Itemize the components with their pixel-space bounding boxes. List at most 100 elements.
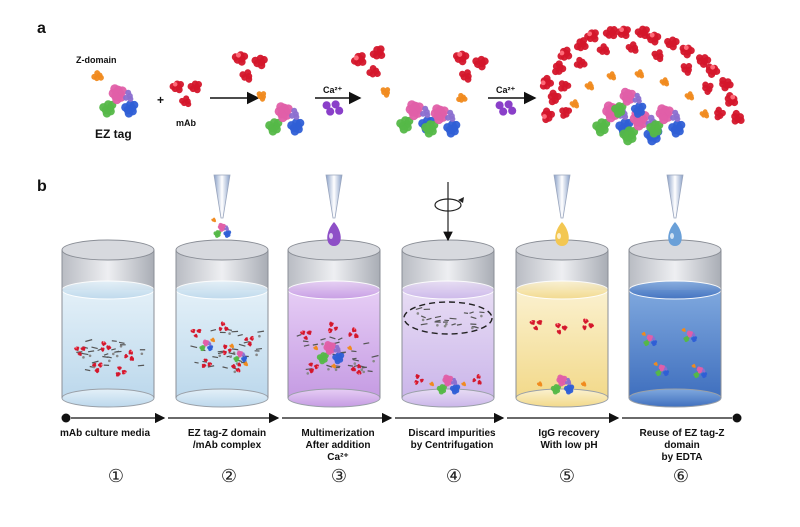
beaker-1 <box>61 239 155 408</box>
step-2-number: ② <box>220 466 238 486</box>
beaker-3 <box>287 239 381 408</box>
beaker-6-liquid-surface <box>628 280 722 300</box>
beaker-4-mab-1 <box>472 374 482 385</box>
z-domain <box>256 91 267 102</box>
pipette-6 <box>666 174 684 246</box>
centrifuge-rotation-icon <box>434 182 464 242</box>
multimer-mab-0 <box>539 60 572 92</box>
beaker-5-mab-0 <box>529 319 543 331</box>
timeline-end <box>732 413 742 423</box>
plus-sign: + <box>157 93 165 107</box>
mab-label: mAb <box>176 118 196 128</box>
pipette-3-tip <box>325 174 343 219</box>
beaker-3-multimer-tags <box>316 340 345 365</box>
beaker-3-base <box>287 388 381 408</box>
multimer-mab-8 <box>714 92 745 125</box>
z-domain-label: Z-domain <box>76 55 117 65</box>
z-domain <box>313 345 319 351</box>
multimer-mab-5 <box>679 44 712 76</box>
beaker-2-mab-0 <box>190 328 202 338</box>
z-domain <box>211 217 217 223</box>
step-2-line2: /mAb complex <box>192 440 262 451</box>
step-1-line1: mAb culture media <box>59 428 151 439</box>
z-domain <box>699 109 710 119</box>
beaker-3-mab-4 <box>327 321 339 334</box>
beaker-3-mab-2 <box>308 362 319 374</box>
z-domain <box>461 381 467 387</box>
beaker-5 <box>515 239 609 408</box>
beaker-4-base <box>401 388 495 408</box>
beaker-4-mab-0 <box>414 374 424 385</box>
beaker-2-tag <box>233 350 248 363</box>
z-domain <box>456 92 468 103</box>
ez-tag-complex-1 <box>265 102 305 136</box>
multimer-mab-6 <box>702 63 734 95</box>
step-6-line2: by EDTA <box>661 452 703 463</box>
beaker-5-base <box>515 388 609 408</box>
beaker-3-mab-1 <box>348 327 359 339</box>
beaker-2-mab-5 <box>222 344 232 356</box>
z-domain <box>606 71 617 81</box>
multimer-tag-4 <box>611 87 647 118</box>
beaker-6-liquid <box>629 290 721 398</box>
pipette-3 <box>325 174 343 246</box>
beaker-1-rim <box>61 239 155 261</box>
step-4-label: Discard impurities by Centrifugation <box>392 428 512 452</box>
beaker-2-base <box>175 388 269 408</box>
z-domain <box>653 361 658 366</box>
z-domain <box>210 337 216 343</box>
step-6-label: Reuse of EZ tag-Z domain by EDTA <box>622 428 742 464</box>
beaker-1-liquid-surface <box>61 280 155 300</box>
calcium-label-2: Ca²⁺ <box>496 85 516 95</box>
step-5-number: ⑤ <box>558 466 576 486</box>
step-6-line1: Reuse of EZ tag-Z domain <box>639 428 725 451</box>
pipette-6-droplet <box>668 222 682 246</box>
step-3-line2: After addition <box>305 440 371 451</box>
panel-a-letter: a <box>37 20 46 37</box>
beaker-6 <box>628 239 722 408</box>
beaker-1-mab-1 <box>100 341 112 352</box>
timeline-start <box>61 413 71 423</box>
beaker-6-tag-1 <box>683 330 698 343</box>
z-domain <box>229 343 235 349</box>
pipette-5-droplet <box>555 222 569 246</box>
z-domain <box>91 70 104 82</box>
beaker-2-liquid <box>176 290 268 398</box>
step-4-number: ④ <box>445 466 463 486</box>
z-domain <box>584 81 595 91</box>
step-1-label: mAb culture media <box>45 428 165 440</box>
multimer-tag-3 <box>646 104 686 138</box>
step-5-label: IgG recovery With low pH <box>509 428 629 452</box>
step-2-line1: EZ tag-Z domain <box>187 428 267 439</box>
mab-free <box>169 80 203 108</box>
multimer-mab-1 <box>557 37 589 69</box>
beaker-3-mab-0 <box>300 330 312 340</box>
beaker-4-pellet <box>436 374 461 395</box>
beaker-2-mab-4 <box>231 362 242 373</box>
beaker-6-tag-3 <box>693 366 708 379</box>
beaker-5-mab-1 <box>555 323 568 335</box>
impurities <box>415 306 485 330</box>
ez-tag-free <box>99 84 139 118</box>
beaker-5-mab-2 <box>582 318 594 331</box>
beaker-6-base <box>628 388 722 408</box>
multimer-mab-2 <box>584 26 618 56</box>
beaker-1-liquid <box>62 290 154 398</box>
step-1-number: ① <box>107 466 125 486</box>
pipette-2 <box>213 174 231 219</box>
ez-tag-label: EZ tag <box>95 127 132 141</box>
z-domain <box>331 363 337 369</box>
step-4-line1: Discard impurities <box>408 428 496 439</box>
step-3-line3: Ca²⁺ <box>327 452 349 463</box>
beaker-5-pellet <box>550 374 575 395</box>
beaker-2-rim <box>175 239 269 261</box>
step-2-label: EZ tag-Z domain /mAb complex <box>167 428 287 452</box>
impurities <box>76 339 146 372</box>
panel-b-letter: b <box>37 178 47 195</box>
beaker-6-tag-0 <box>643 334 658 347</box>
z-domain <box>580 381 587 387</box>
beaker-2-liquid-surface <box>175 280 269 300</box>
panel-b-artwork <box>61 174 742 424</box>
z-domain <box>684 91 695 101</box>
